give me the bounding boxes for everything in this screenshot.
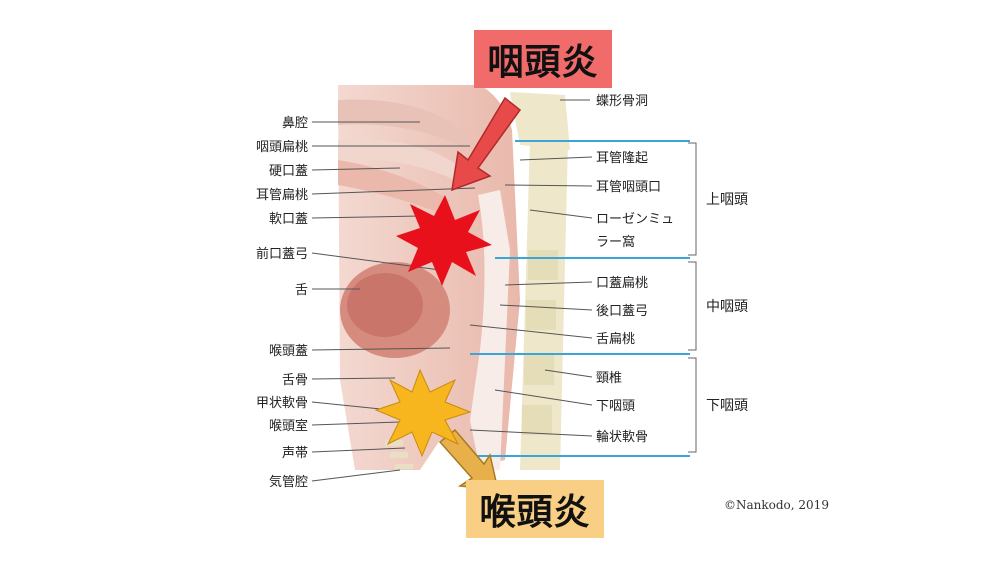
- region-dividers: [465, 140, 690, 457]
- label-palatopharyngeal-arch: 後口蓋弓: [596, 304, 648, 319]
- label-nasal-cavity: 鼻腔: [282, 115, 308, 131]
- hard-palate-shape: [338, 139, 465, 180]
- label-pharyngeal-tonsil: 咽頭扁桃: [256, 140, 308, 155]
- burst-red: [396, 195, 492, 286]
- left-leaders: [311, 121, 476, 482]
- group-labels: 上咽頭 中咽頭 下咽頭: [706, 192, 748, 414]
- group-oropharynx: 中咽頭: [706, 299, 748, 315]
- label-cricoid-cartilage: 輪状軟骨: [596, 429, 648, 445]
- vertebra-2: [526, 300, 556, 330]
- arrow-pharyngitis: [451, 96, 522, 192]
- label-soft-palate: 軟口蓋: [269, 211, 308, 227]
- trachea-rings: [385, 440, 413, 469]
- label-hard-palate: 硬口蓋: [269, 164, 308, 179]
- group-brackets: [688, 142, 697, 453]
- label-sphenoid-sinus: 蝶形骨洞: [596, 94, 648, 109]
- label-torus-tubarius: 耳管隆起: [596, 151, 648, 166]
- palate-layer: [338, 160, 450, 215]
- group-hypopharynx: 下咽頭: [706, 398, 748, 414]
- label-hyoid-bone: 舌骨: [282, 373, 308, 388]
- tongue-inner: [347, 273, 423, 337]
- vertebra-4: [522, 405, 552, 435]
- label-palatoglossal-arch: 前口蓋弓: [256, 246, 308, 262]
- label-hypopharynx: 下咽頭: [596, 399, 635, 414]
- label-tracheal-lumen: 気管腔: [269, 474, 308, 490]
- callout-pharyngitis: 咽頭炎: [474, 30, 612, 88]
- label-pharyngeal-ostium: 耳管咽頭口: [596, 180, 661, 195]
- label-laryngeal-ventricle: 喉頭室: [269, 418, 308, 434]
- nasal-layer: [338, 99, 470, 150]
- label-rosenmuller-1: ローゼンミュ: [596, 212, 674, 227]
- label-palatine-tonsil: 口蓋扁桃: [596, 276, 648, 291]
- label-rosenmuller-2: ラー窩: [596, 234, 635, 250]
- vertebra-1: [528, 250, 558, 280]
- copyright-text: ©Nankodo, 2019: [724, 498, 829, 512]
- airway: [470, 190, 510, 470]
- label-lingual-tonsil: 舌扁桃: [596, 332, 635, 347]
- group-nasopharynx: 上咽頭: [706, 192, 748, 208]
- callout-laryngitis: 喉頭炎: [466, 480, 604, 538]
- right-labels: 蝶形骨洞 耳管隆起 耳管咽頭口 ローゼンミュ ラー窩 口蓋扁桃 後口蓋弓 舌扁桃…: [596, 94, 674, 445]
- label-vocal-cord: 声帯: [282, 446, 308, 461]
- burst-yellow: [374, 368, 472, 458]
- left-labels: 鼻腔 咽頭扁桃 硬口蓋 耳管扁桃 軟口蓋 前口蓋弓 舌 喉頭蓋 舌骨 甲状軟骨 …: [256, 115, 308, 490]
- label-tongue: 舌: [295, 283, 308, 298]
- label-cervical-spine: 頸椎: [596, 371, 622, 386]
- label-epiglottis: 喉頭蓋: [269, 344, 308, 359]
- right-leaders: [469, 99, 593, 437]
- vertebra-3: [524, 355, 554, 385]
- label-tubal-tonsil: 耳管扁桃: [256, 188, 308, 203]
- label-thyroid-cartilage: 甲状軟骨: [256, 395, 308, 411]
- sphenoid-bone: [510, 92, 570, 150]
